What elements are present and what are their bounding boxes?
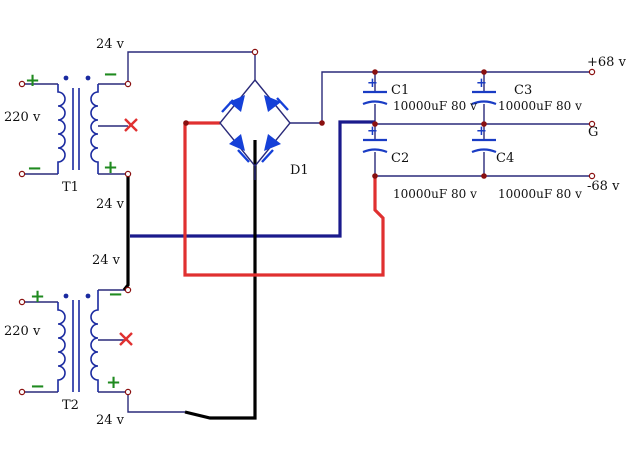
t2-secondary-top-label: 24 v (92, 253, 121, 268)
ground-output-label: G (588, 125, 598, 140)
junction-dot (319, 120, 325, 126)
bridge-name-label: D1 (290, 163, 309, 178)
t2-nc-mark-b (119, 332, 133, 346)
junction-dot (481, 173, 487, 179)
node-dots (18, 48, 596, 396)
c2-plus-mark: + (367, 124, 378, 139)
junction-dot (372, 69, 378, 75)
t1-secondary-top-label: 24 v (96, 37, 125, 52)
c3-plus-mark: + (476, 76, 487, 91)
positive-rail (321, 71, 592, 123)
t1-secondary-minus: − (103, 64, 118, 85)
blue-ground-wire (130, 120, 375, 238)
bridge-rectifier-d1 (219, 64, 322, 180)
junction-dot (372, 173, 378, 179)
diode-upper-right-bar (276, 97, 289, 111)
t2-secondary-dot (85, 293, 91, 299)
red-negative-wire (183, 123, 385, 277)
c2-value-label: 10000uF 80 v (393, 187, 477, 201)
transformer-t1 (57, 84, 99, 174)
t2-secondary-minus: − (108, 284, 123, 305)
t2-primary-voltage-label: 220 v (4, 324, 41, 339)
c1-plate-bottom (362, 100, 388, 106)
c4-plus-mark: + (476, 124, 487, 139)
t2-primary-minus: − (30, 376, 45, 397)
t1-secondary-dot (85, 75, 91, 81)
t1-primary-coil (57, 84, 66, 174)
positive-output-label: +68 v (587, 55, 627, 70)
node-dot (18, 388, 26, 396)
t2-primary-plus: + (30, 286, 45, 307)
c3-value-label: 10000uF 80 v (498, 99, 582, 113)
t2-name-label: T2 (62, 398, 79, 413)
diode-lower-left (229, 134, 245, 151)
c2-plate-bottom (362, 148, 388, 154)
node-dot (124, 170, 132, 178)
junction-dot (481, 121, 487, 127)
diode-upper-left (229, 95, 245, 112)
t1-name-label: T1 (62, 180, 79, 195)
t2-primary-coil (57, 302, 66, 392)
thin-wires (22, 51, 592, 413)
t2-secondary-bottom-label: 24 v (96, 413, 125, 428)
transformer-t2 (57, 290, 99, 392)
diode-lower-right (264, 134, 281, 151)
c1-name-label: C1 (391, 83, 409, 98)
node-dot (588, 120, 596, 128)
t2-primary-dot (63, 293, 69, 299)
t1-primary-plus: + (25, 70, 40, 91)
node-dot (18, 80, 26, 88)
junction-dot (481, 69, 487, 75)
diode-lower-left-bar (237, 149, 250, 163)
black-bridge-ac-wire (184, 140, 257, 420)
negative-output-label: -68 v (587, 179, 620, 194)
c1-value-label: 10000uF 80 v (393, 99, 477, 113)
diode-upper-right (264, 95, 281, 112)
c3-plate-bottom (471, 100, 497, 106)
node-dot (588, 68, 596, 76)
diode-upper-left-bar (221, 99, 234, 113)
node-dot (124, 80, 132, 88)
t1-sec-top-wire (98, 51, 256, 85)
t1-primary-voltage-label: 220 v (4, 110, 41, 125)
t1-secondary-plus: + (103, 157, 118, 178)
c3-name-label: C3 (514, 83, 532, 98)
no-connect-marks (119, 118, 138, 346)
c2-name-label: C2 (391, 151, 409, 166)
c4-plate-bottom (471, 148, 497, 154)
t2-secondary-coil (90, 290, 99, 392)
c1-plus-mark: + (367, 76, 378, 91)
capacitors (362, 90, 497, 154)
t1-nc-mark-b (124, 118, 138, 132)
node-dot (251, 48, 259, 56)
junction-dot (183, 120, 189, 126)
t2-sec-bottom-wire (98, 391, 185, 413)
t1-primary-minus: − (27, 158, 42, 179)
node-dot (124, 388, 132, 396)
t2-secondary-plus: + (106, 372, 121, 393)
junction-dot (372, 121, 378, 127)
black-series-link (122, 174, 130, 291)
c4-value-label: 10000uF 80 v (498, 187, 582, 201)
c4-name-label: C4 (496, 151, 514, 166)
t1-secondary-bottom-label: 24 v (96, 197, 125, 212)
node-dot (18, 298, 26, 306)
node-dot (124, 286, 132, 294)
node-dot (18, 170, 26, 178)
junction-dots (183, 69, 487, 179)
t1-primary-dot (63, 75, 69, 81)
diode-lower-right-bar (261, 149, 274, 163)
t1-secondary-coil (90, 84, 99, 174)
node-dot (588, 172, 596, 180)
